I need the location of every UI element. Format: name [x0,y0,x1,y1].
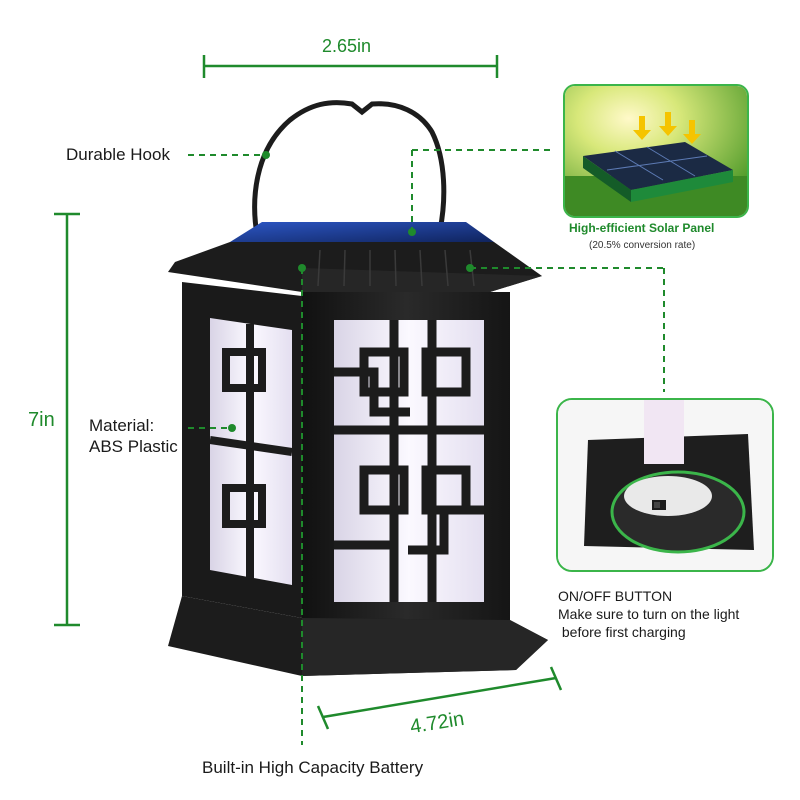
switch-illustration [558,400,772,570]
hook [252,100,447,243]
solar-panel-title: High-efficient Solar Panel [569,221,715,235]
top-width-label: 2.65in [322,36,372,56]
top-width-dimension [202,55,499,78]
base-width-dimension [316,666,563,730]
switch-note-line1: Make sure to turn on the light [558,606,740,622]
material-label: Material: [89,416,155,435]
solar-panel-illustration [565,86,747,216]
solar-panel-subtitle: (20.5% conversion rate) [589,240,696,251]
solar-panel-detail [563,84,749,218]
switch-detail [556,398,774,572]
height-label: 7in [28,409,55,431]
lantern-lattice [334,320,484,602]
height-dimension [54,212,80,627]
material-value: ABS Plastic [89,437,178,456]
solar-panel [230,222,494,242]
lantern [168,222,548,676]
switch-title: ON/OFF BUTTON [558,588,673,604]
leader-lines [188,149,665,745]
battery-label: Built-in High Capacity Battery [202,758,424,777]
hook-label: Durable Hook [66,145,170,164]
leader-dots [228,151,474,432]
switch-note-line2: before first charging [558,624,686,640]
